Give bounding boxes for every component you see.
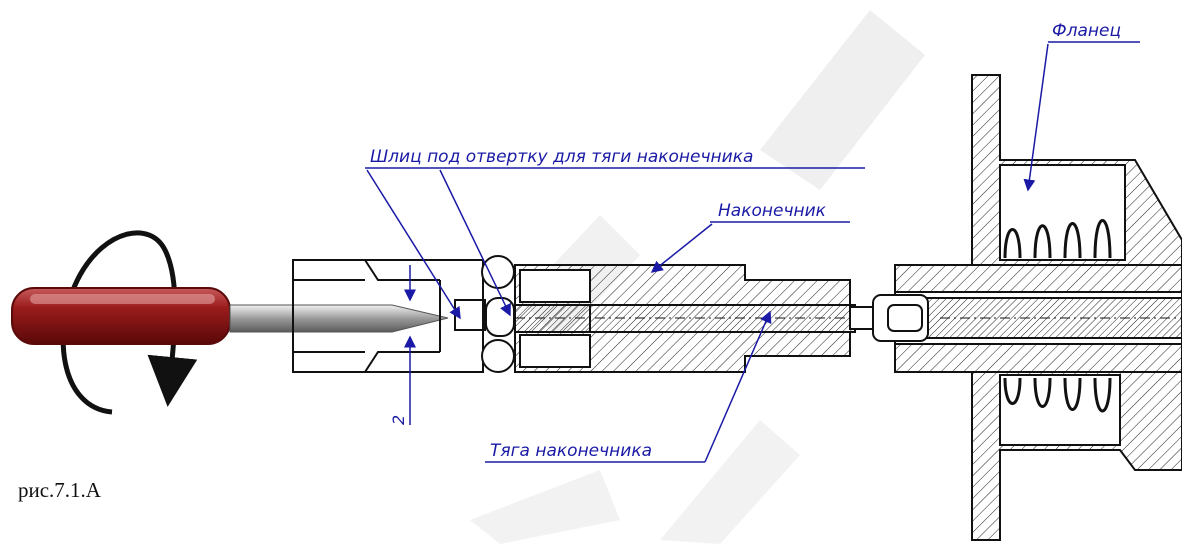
rod-label: Тяга наконечника <box>490 441 652 461</box>
annotation-lines <box>365 41 1140 463</box>
figure-caption: рис.7.1.А <box>18 478 101 502</box>
flange-label: Фланец <box>1052 21 1121 41</box>
tip-label: Наконечник <box>718 201 827 221</box>
dimension-label: 2 <box>389 415 408 425</box>
tip-body <box>514 264 881 373</box>
flange-assembly <box>872 74 1182 541</box>
screwdriver-icon <box>11 287 449 345</box>
socket-housing <box>292 259 486 373</box>
slot-label: Шлиц под отвертку для тяги наконечника <box>370 147 753 167</box>
